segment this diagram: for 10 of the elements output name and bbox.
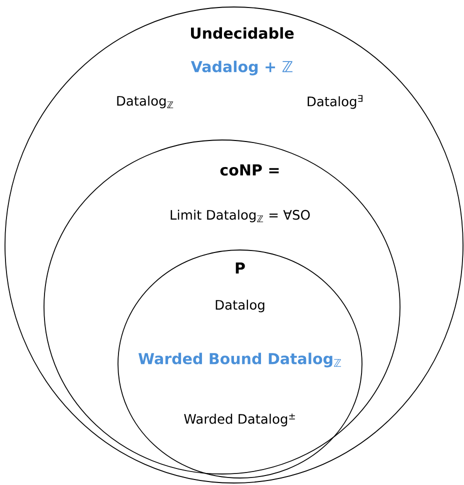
language-label: Warded Datalog$^{±}$ bbox=[184, 414, 295, 426]
language-label: Datalog$^{∃}$ bbox=[308, 95, 362, 109]
class-heading: Undecidable bbox=[191, 27, 294, 39]
language-label: Datalog bbox=[216, 300, 264, 312]
language-label: Vadalog + ℤ bbox=[190, 60, 292, 76]
language-label: Warded Bound Datalog$_{ℤ}$ bbox=[138, 352, 341, 368]
language-label: Datalog$_{ℤ}$ bbox=[117, 96, 174, 108]
language-label: Limit Datalog$_{ℤ}$ = ∀SO bbox=[170, 210, 310, 222]
class-heading: P bbox=[236, 262, 245, 274]
class-heading: coNP = bbox=[220, 164, 279, 176]
